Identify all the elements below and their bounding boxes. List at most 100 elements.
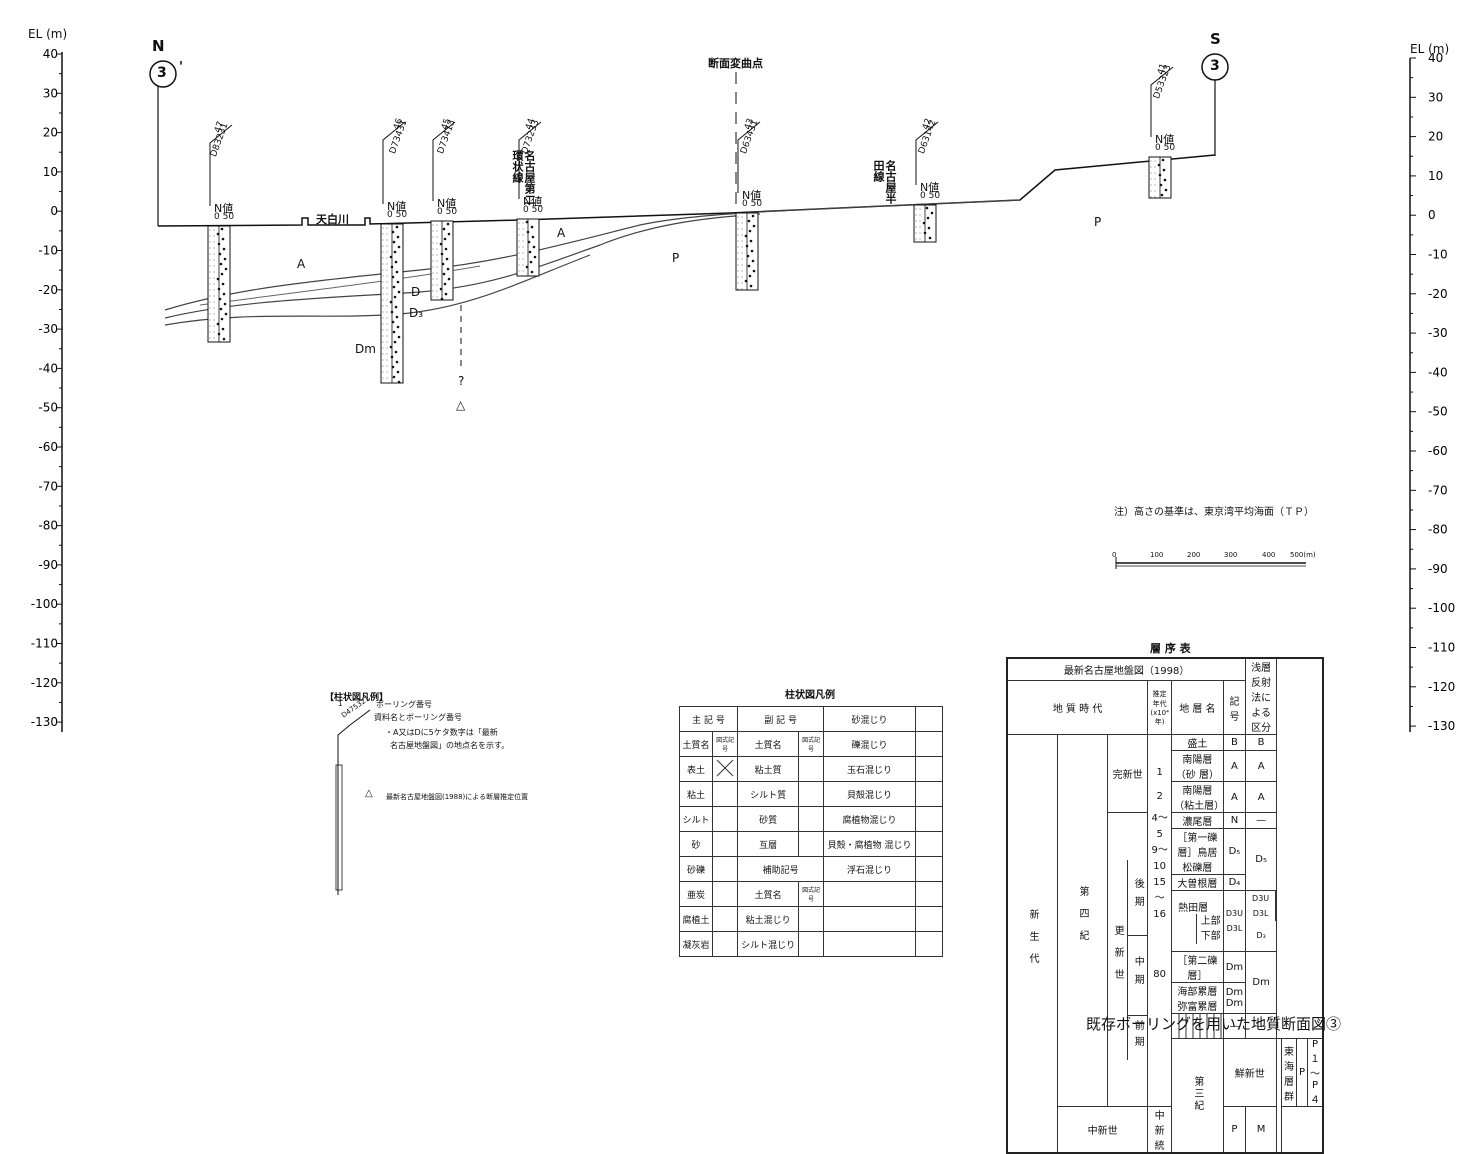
strat-row6-name: 熱田層: [1178, 902, 1209, 914]
borehole-45-n-scale: 0 50: [437, 207, 458, 217]
right-axis-tick-13: -90: [1428, 562, 1448, 576]
north-marker-prime: ': [179, 60, 183, 75]
right-axis-tick-12: -80: [1428, 523, 1448, 537]
strat-row9-code: Dm Dm: [1222, 982, 1247, 1014]
legend-mix-5: 貝殻・腐植物 混じり: [823, 831, 916, 857]
layer-label-a1: A: [297, 257, 306, 271]
left-axis-tick-5: -10: [38, 244, 58, 258]
borehole-46-n-label: N値: [387, 200, 407, 213]
strat-row5-code: D₄: [1222, 874, 1247, 891]
scale-tick-100: 100: [1150, 551, 1164, 559]
legend-soil-name-head: 土質名: [678, 731, 714, 757]
layer-label-d: D: [411, 285, 421, 299]
layer-label-p1: P: [672, 251, 680, 265]
legend-main-1: 粘土: [678, 781, 714, 807]
left-axis-tick-4: 0: [50, 204, 58, 218]
strat-age-4: 15～16: [1153, 877, 1167, 920]
scale-bar-labels: 0 100 200 300 400 500(m): [1110, 551, 1320, 563]
right-axis-tick-10: -60: [1428, 444, 1448, 458]
legend-mix-6: 浮石混じり: [823, 856, 916, 882]
strat-row12-seis: M: [1245, 1106, 1277, 1154]
borehole-42-n-label: N値: [920, 181, 940, 194]
legend-aux-soil: 土質名: [737, 881, 800, 907]
scale-tick-300: 300: [1224, 551, 1238, 559]
strat-table-title: 層 序 表: [1150, 642, 1191, 655]
strat-age-2: 4～5: [1151, 813, 1168, 840]
strat-row3-seis: —: [1245, 812, 1277, 829]
strat-row8-code: Dm: [1222, 951, 1247, 983]
scale-tick-400: 400: [1262, 551, 1276, 559]
left-axis-tick-13: -90: [38, 558, 58, 572]
legend-main-3: 砂: [678, 831, 714, 857]
strat-miocene: 中新世: [1056, 1106, 1149, 1154]
strat-row1-name: 南陽層（砂 層）: [1171, 750, 1224, 782]
strat-row9-name: 海部累層 弥富累層: [1171, 982, 1224, 1014]
strat-row0-code: B: [1222, 734, 1247, 751]
road2-label: 名古屋半田線: [872, 160, 897, 204]
left-axis-tick-7: -30: [38, 322, 58, 336]
left-axis-tick-0: 40: [43, 47, 58, 61]
legend-symbol-head: 図式記号: [712, 731, 739, 757]
strat-row12-code: P: [1222, 1106, 1247, 1154]
borehole-41-n-scale: 0 50: [1155, 143, 1176, 153]
strat-late: 後期: [1132, 877, 1144, 914]
legend-header-main: 主 記 号: [678, 706, 739, 732]
left-axis-title: EL (m): [28, 27, 68, 41]
strat-row3-code: N: [1222, 812, 1247, 829]
fault-marker: △: [456, 398, 466, 412]
legend-table: 主 記 号 副 記 号 砂混じり 土質名 図式記号 土質名 図式記号 礫混じり …: [678, 706, 943, 957]
left-axis-tick-11: -70: [38, 479, 58, 493]
left-axis-tick-1: 30: [43, 86, 58, 100]
left-axis-tick-14: -100: [31, 597, 58, 611]
left-axis-tick-9: -50: [38, 401, 58, 415]
strat-row12-name: 中新統: [1147, 1106, 1173, 1154]
right-axis-tick-8: -40: [1428, 365, 1448, 379]
left-axis-tick-8: -40: [38, 361, 58, 375]
column-legend-note1: ・A又はDに5ケタ数字は「最新: [385, 728, 498, 737]
strat-row1-seis: A: [1245, 750, 1277, 782]
strat-col-seismic: 浅層反射法による区分: [1245, 657, 1277, 735]
column-legend-line2: 資料名とボーリング番号: [374, 713, 462, 722]
datum-note: 注）高さの基準は、東京湾平均海面（ＴＰ）: [1114, 507, 1314, 518]
layer-boundary-a-d: [164, 199, 1021, 311]
legend-mix-0: 砂混じり: [823, 706, 916, 732]
legend-table-title: 柱状図凡例: [785, 690, 835, 701]
right-axis-tick-0: 40: [1428, 51, 1443, 65]
right-axis-tick-14: -100: [1428, 601, 1455, 615]
borehole-44-n-scale: 0 50: [523, 205, 544, 215]
left-axis-tick-6: -20: [38, 283, 58, 297]
south-marker-number: 3: [1210, 58, 1220, 74]
borehole-43-n-label: N値: [742, 189, 762, 202]
borehole-44-n-label: N値: [523, 195, 543, 208]
left-elevation-axis: 403020100-10-20-30-40-50-60-70-80-90-100…: [31, 47, 63, 732]
strat-age-5: 80: [1153, 969, 1167, 980]
question-mark: ?: [458, 374, 465, 388]
strat-col-age: 推定年代 (x10⁴ 年): [1147, 680, 1173, 735]
legend-sub-symbol-head: 図式記号: [798, 731, 825, 757]
strat-row7-seis: D3L: [1252, 909, 1269, 918]
strat-row2-code: A: [1222, 781, 1247, 813]
right-axis-tick-1: 30: [1428, 90, 1443, 104]
right-axis-title: EL (m): [1410, 42, 1450, 56]
strat-col-code: 記号: [1222, 680, 1247, 735]
legend-header-sub: 副 記 号: [737, 706, 825, 732]
strat-age-3: 9～10: [1151, 845, 1168, 872]
left-axis-tick-17: -130: [31, 715, 58, 729]
layer-label-p2: P: [1094, 215, 1102, 229]
north-label: N: [152, 37, 165, 55]
strat-row2-name: 南陽層（粘土層）: [1171, 781, 1224, 813]
right-axis-tick-11: -70: [1428, 483, 1448, 497]
column-legend-note2: 名古屋地盤図」の地点名を示す。: [390, 741, 510, 750]
strat-row6-seis2: D₃: [1256, 931, 1266, 940]
legend-main-0: 表土: [678, 756, 714, 782]
left-axis-tick-15: -110: [31, 637, 58, 651]
scale-tick-500: 500(m): [1290, 551, 1316, 559]
strat-period4: 第四紀: [1077, 886, 1088, 952]
strat-col-era: 地 質 時 代: [1006, 680, 1149, 735]
figure-title: 既存ボーリングを用いた地質断面図③: [1086, 1015, 1342, 1033]
strat-source: 最新名古屋地盤図（1998）: [1006, 657, 1247, 682]
right-axis-tick-6: -20: [1428, 287, 1448, 301]
legend-sub-0: 粘土質: [737, 756, 800, 782]
strat-row7-code: D3L: [1226, 924, 1243, 933]
legend-main-2: シルト: [678, 806, 714, 832]
